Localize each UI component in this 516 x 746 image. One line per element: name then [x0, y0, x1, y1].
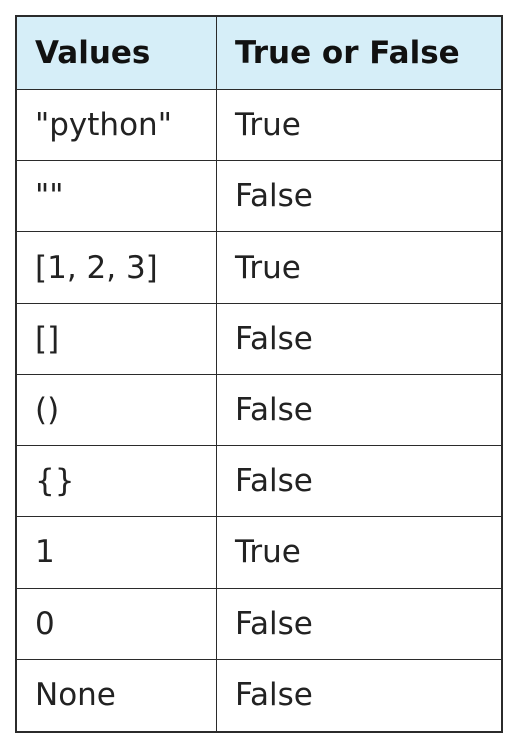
table-cell-result: False [217, 446, 501, 518]
table-cell-result: False [235, 677, 313, 714]
table-cell-result: False [217, 161, 501, 233]
table-cell-value: [] [17, 303, 217, 375]
table-cell-value: {} [17, 446, 217, 518]
table-cell-value: "" [17, 161, 217, 233]
table-cell-result: False [217, 304, 501, 375]
table-cell-result: True [217, 232, 501, 304]
table-cell-result: True [217, 90, 501, 162]
table-cell-result: False [217, 589, 501, 660]
column-header-true-or-false: True or False [217, 17, 501, 90]
table-cell-value: [1, 2, 3] [17, 232, 217, 304]
table-cell-value: "python" [17, 90, 217, 162]
truthiness-table: Values True or False "python" True "" Fa… [15, 15, 503, 733]
table-cell-value: 1 [17, 517, 217, 589]
table-cell-result: True [217, 517, 501, 589]
table-cell-value: None [17, 659, 217, 731]
table-cell-value: 0 [17, 588, 217, 660]
table-cell-value: () [17, 374, 217, 447]
table-cell-result: False [217, 375, 501, 447]
column-header-values: Values [17, 17, 217, 90]
